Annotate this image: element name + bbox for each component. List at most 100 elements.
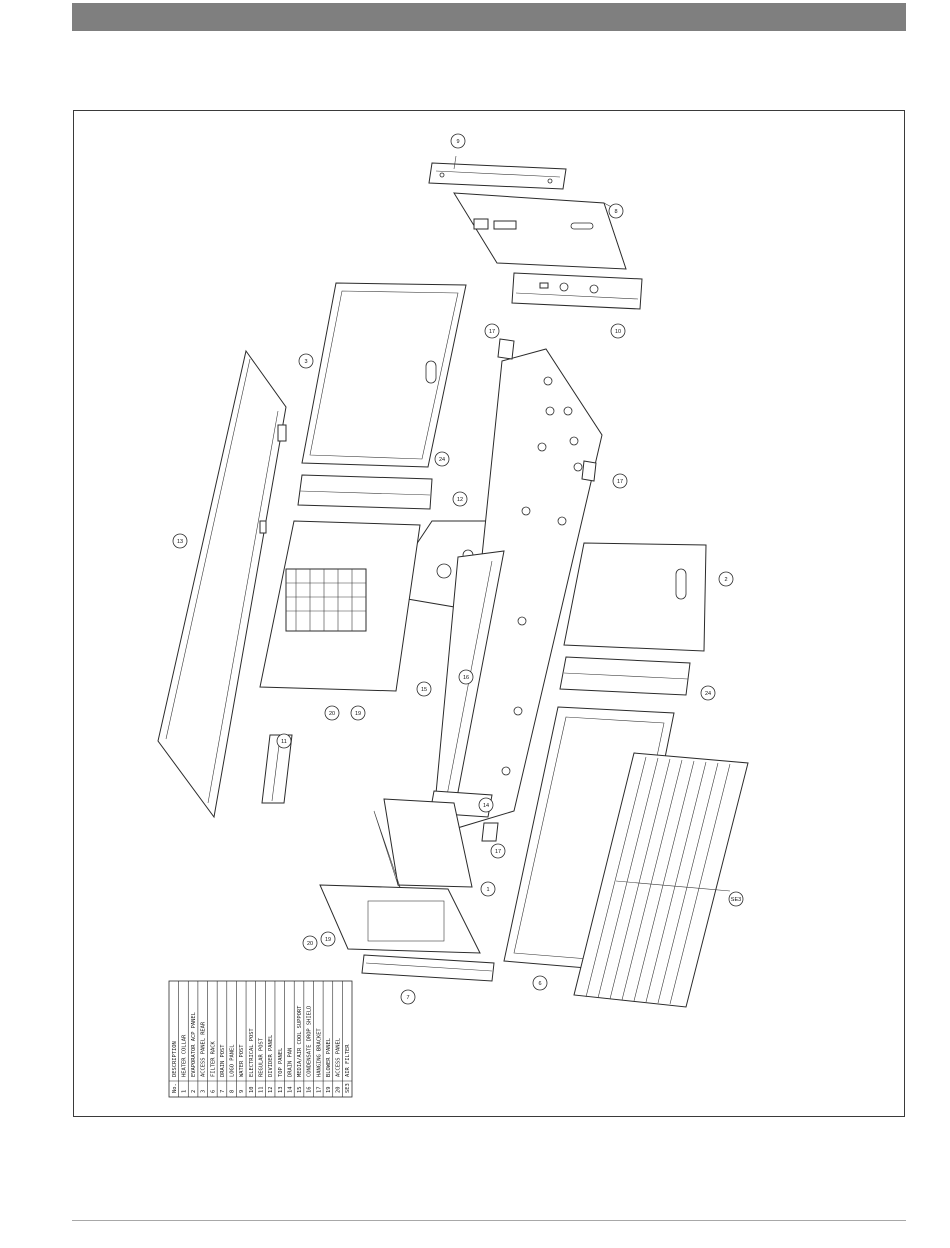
legend-row-no: 16 bbox=[307, 1087, 313, 1094]
legend-row-no: 6 bbox=[210, 1090, 216, 1093]
callout-15: 15 bbox=[416, 681, 432, 697]
legend-row-no: 10 bbox=[249, 1087, 255, 1094]
legend-row-description: ACCESS PANEL REAR bbox=[201, 1021, 207, 1077]
exploded-view-figure: 9 8 10 17 17 3 24 12 13 2 16 15 24 20 19… bbox=[73, 110, 905, 1117]
legend-row-no: 7 bbox=[220, 1090, 226, 1093]
svg-text:20: 20 bbox=[307, 941, 313, 947]
legend-row-no: 2 bbox=[191, 1090, 197, 1093]
legend-row-description: ACCESS PANEL bbox=[336, 1038, 342, 1077]
callout-13: 13 bbox=[172, 533, 188, 549]
part-channel-lower bbox=[559, 656, 691, 696]
legend-row-description: DRAIN PAN bbox=[287, 1048, 293, 1077]
legend-row-description: LOGO PANEL bbox=[230, 1045, 236, 1077]
part-water-post bbox=[428, 155, 567, 190]
callout-17b: 17 bbox=[612, 473, 628, 489]
svg-text:8: 8 bbox=[614, 209, 617, 215]
legend-row-description: AIR FILTER bbox=[345, 1044, 351, 1077]
legend-row-description: TOP PANEL bbox=[278, 1048, 284, 1077]
svg-text:14: 14 bbox=[483, 803, 489, 809]
callout-6: 6 bbox=[532, 975, 548, 991]
callout-17c: 17 bbox=[490, 843, 506, 859]
callout-20a: 20 bbox=[324, 705, 340, 721]
svg-text:7: 7 bbox=[406, 995, 409, 1001]
legend-row-no: SE3 bbox=[345, 1083, 351, 1093]
legend-row-no: 17 bbox=[316, 1087, 322, 1094]
legend-row-description: EVAPORATOR ACP PANEL bbox=[191, 1012, 197, 1077]
part-electrical-post bbox=[511, 272, 643, 310]
legend-row-description: DIVIDER PANEL bbox=[268, 1035, 274, 1077]
svg-text:19: 19 bbox=[355, 711, 361, 717]
callout-20b: 20 bbox=[302, 935, 318, 951]
footer-rule bbox=[72, 1220, 906, 1221]
header-bar bbox=[72, 3, 906, 31]
svg-text:9: 9 bbox=[456, 139, 459, 145]
legend-row-description: BLOWER PANEL bbox=[326, 1038, 332, 1077]
svg-text:3: 3 bbox=[304, 359, 307, 365]
legend-row-no: 20 bbox=[336, 1087, 342, 1094]
legend-row-no: 19 bbox=[326, 1087, 332, 1094]
callout-1: 1 bbox=[480, 881, 496, 897]
legend-row-no: 15 bbox=[297, 1087, 303, 1094]
svg-text:SE3: SE3 bbox=[731, 897, 741, 903]
legend-header-description: DESCRIPTION bbox=[172, 1041, 178, 1077]
exploded-view-drawing: 9 8 10 17 17 3 24 12 13 2 16 15 24 20 19… bbox=[157, 133, 749, 1098]
callout-24a: 24 bbox=[434, 451, 450, 467]
part-heater-collar bbox=[373, 798, 473, 888]
legend-row-description: WATER POST bbox=[239, 1044, 245, 1077]
svg-text:12: 12 bbox=[457, 497, 463, 503]
svg-text:24: 24 bbox=[439, 457, 445, 463]
legend-row-description: ELECTRICAL POST bbox=[249, 1028, 255, 1077]
part-top-panel bbox=[157, 349, 287, 819]
part-hanging-bracket-mid bbox=[581, 460, 597, 482]
callout-7: 7 bbox=[400, 989, 416, 1005]
callout-17a: 17 bbox=[484, 323, 500, 339]
svg-text:15: 15 bbox=[421, 687, 427, 693]
legend-row-description: CONDENSATE DROP SHIELD bbox=[307, 1006, 313, 1077]
svg-text:17: 17 bbox=[489, 329, 495, 335]
svg-text:19: 19 bbox=[325, 937, 331, 943]
part-access-panel-rear bbox=[301, 282, 467, 468]
legend-row-no: 11 bbox=[259, 1087, 265, 1094]
legend-row-no: 13 bbox=[278, 1087, 284, 1094]
svg-text:6: 6 bbox=[538, 981, 541, 987]
callout-8: 8 bbox=[608, 203, 624, 219]
part-blower-panel bbox=[259, 520, 421, 692]
legend-row-description: REGULAR POST bbox=[259, 1037, 265, 1077]
svg-text:1: 1 bbox=[486, 887, 489, 893]
svg-text:10: 10 bbox=[615, 329, 621, 335]
part-logo-panel bbox=[453, 192, 627, 270]
parts-legend-table: No. DESCRIPTION 1 HEATER COLLAR 2 EVAPORATOR … bbox=[168, 980, 353, 1098]
svg-text:13: 13 bbox=[177, 539, 183, 545]
svg-text:17: 17 bbox=[495, 849, 501, 855]
part-access-panel bbox=[319, 884, 481, 954]
svg-text:17: 17 bbox=[617, 479, 623, 485]
legend-header-no: No. bbox=[172, 1083, 178, 1093]
legend-row-no: 12 bbox=[268, 1087, 274, 1094]
legend-row-no: 9 bbox=[239, 1090, 245, 1093]
legend-row-description: MEDIA/AIR COOL SUPPORT bbox=[297, 1005, 303, 1077]
callout-14: 14 bbox=[478, 797, 494, 813]
legend-row-description: FILTER RACK bbox=[210, 1041, 216, 1077]
callout-9: 9 bbox=[450, 133, 466, 149]
svg-text:24: 24 bbox=[705, 691, 711, 697]
part-hanging-bracket-top bbox=[497, 338, 515, 360]
callout-19a: 19 bbox=[350, 705, 366, 721]
callout-12: 12 bbox=[452, 491, 468, 507]
legend-row-no: 8 bbox=[230, 1090, 236, 1093]
svg-text:20: 20 bbox=[329, 711, 335, 717]
parts-legend-border bbox=[168, 980, 353, 1098]
callout-19b: 19 bbox=[320, 931, 336, 947]
legend-row-description: DRAIN POST bbox=[220, 1044, 226, 1077]
callout-11: 11 bbox=[276, 733, 292, 749]
part-channel-upper bbox=[297, 474, 433, 510]
callout-3: 3 bbox=[298, 353, 314, 369]
callout-10: 10 bbox=[610, 323, 626, 339]
part-evaporator-panel bbox=[563, 542, 707, 652]
part-hanging-bracket-low bbox=[481, 822, 499, 842]
part-drain-post bbox=[361, 954, 495, 982]
legend-row-no: 1 bbox=[181, 1090, 187, 1093]
legend-row-description: HEATER COLLAR bbox=[181, 1034, 187, 1077]
svg-text:11: 11 bbox=[281, 739, 287, 745]
part-air-filter bbox=[573, 752, 749, 1008]
callout-2: 2 bbox=[718, 571, 734, 587]
